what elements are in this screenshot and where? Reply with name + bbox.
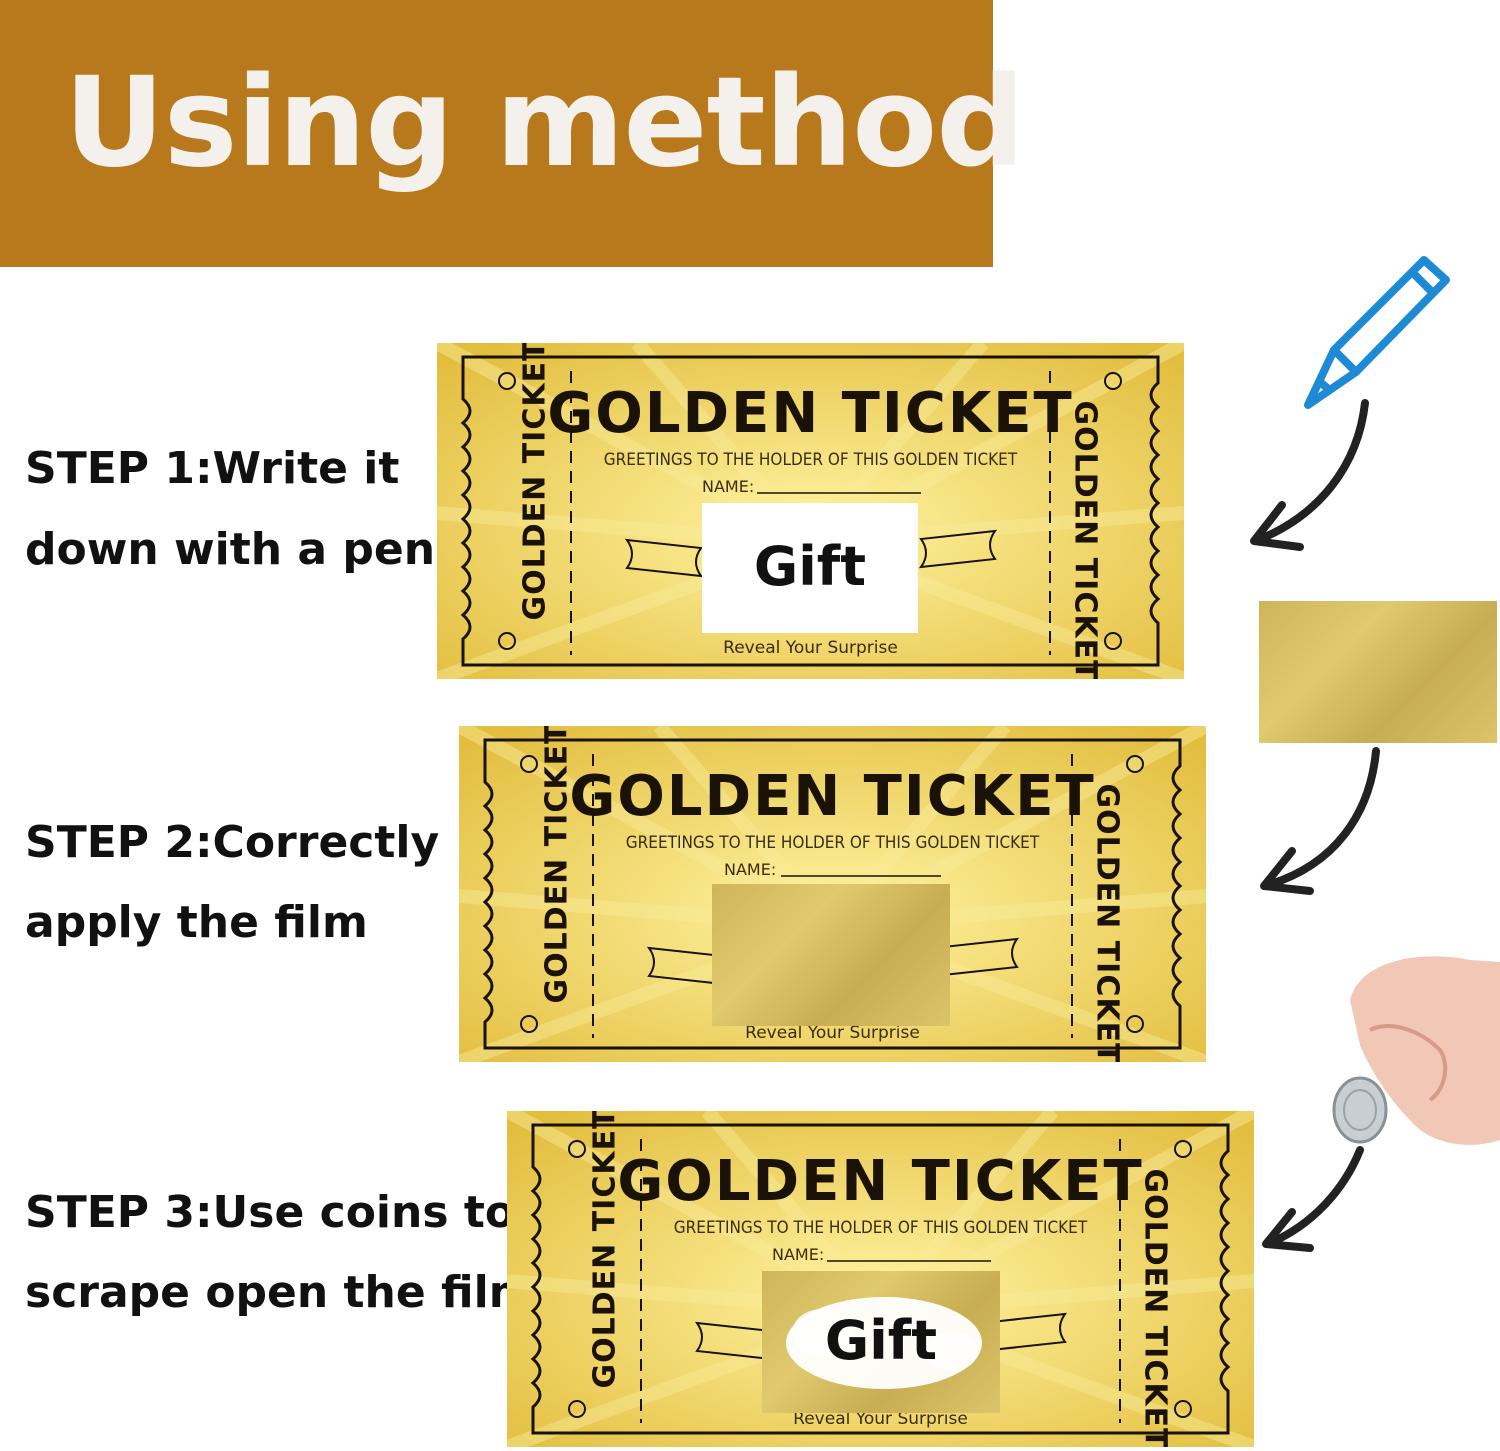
scratched-area	[786, 1297, 982, 1389]
step-1-line-1: STEP 1:Write it	[25, 443, 400, 494]
arrow-icon	[1260, 747, 1380, 895]
pen-icon	[1304, 256, 1450, 409]
arrow-icon	[1262, 1146, 1364, 1252]
ticket-step-3: GOLDEN TICKET GREETINGS TO THE HOLDER OF…	[507, 1111, 1254, 1447]
title-banner: Using method	[0, 0, 1025, 267]
ticket-side-label-left: GOLDEN TICKET	[517, 343, 553, 621]
ticket-reveal-text: Reveal Your Surprise	[723, 638, 898, 658]
page-title: Using method	[64, 51, 1025, 195]
ticket-reveal-text: Reveal Your Surprise	[793, 1409, 968, 1429]
gift-reveal-area: Gift	[702, 503, 918, 633]
ticket-name-label: NAME:	[702, 477, 755, 496]
step-2-line-2: apply the film	[25, 897, 368, 948]
ticket-title: GOLDEN TICKET	[617, 1149, 1144, 1214]
ticket-step-1: GOLDEN TICKET GREETINGS TO THE HOLDER OF…	[437, 343, 1184, 679]
ticket-step-2: GOLDEN TICKET GREETINGS TO THE HOLDER OF…	[459, 726, 1206, 1062]
gift-text: Gift	[753, 535, 867, 598]
ticket-side-label-left: GOLDEN TICKET	[539, 726, 575, 1004]
gift-text: Gift	[824, 1309, 938, 1372]
scratch-film: Gift	[762, 1271, 1000, 1413]
arrow-icon	[1250, 399, 1369, 551]
ticket-side-label-right: GOLDEN TICKET	[1067, 400, 1103, 680]
ticket-side-label-left: GOLDEN TICKET	[587, 1111, 623, 1389]
coin-hand-icon	[1332, 956, 1500, 1145]
step-2-line-1: STEP 2:Correctly	[25, 817, 440, 868]
ticket-greeting: GREETINGS TO THE HOLDER OF THIS GOLDEN T…	[625, 833, 1040, 853]
ticket-reveal-text: Reveal Your Surprise	[745, 1023, 920, 1043]
ticket-greeting: GREETINGS TO THE HOLDER OF THIS GOLDEN T…	[603, 450, 1018, 470]
ticket-name-label: NAME:	[772, 1245, 825, 1264]
step-3-line-1: STEP 3:Use coins to	[25, 1187, 516, 1238]
ticket-title: GOLDEN TICKET	[569, 764, 1096, 829]
ticket-side-label-right: GOLDEN TICKET	[1137, 1168, 1173, 1448]
ticket-title: GOLDEN TICKET	[547, 381, 1074, 446]
ticket-name-label: NAME:	[724, 860, 777, 879]
step-1-line-2: down with a pen	[25, 524, 436, 575]
ticket-side-label-right: GOLDEN TICKET	[1089, 783, 1125, 1063]
step-3-line-2: scrape open the film	[25, 1267, 535, 1318]
ticket-greeting: GREETINGS TO THE HOLDER OF THIS GOLDEN T…	[673, 1218, 1088, 1238]
scratch-film	[712, 884, 950, 1026]
film-swatch	[1259, 601, 1497, 743]
